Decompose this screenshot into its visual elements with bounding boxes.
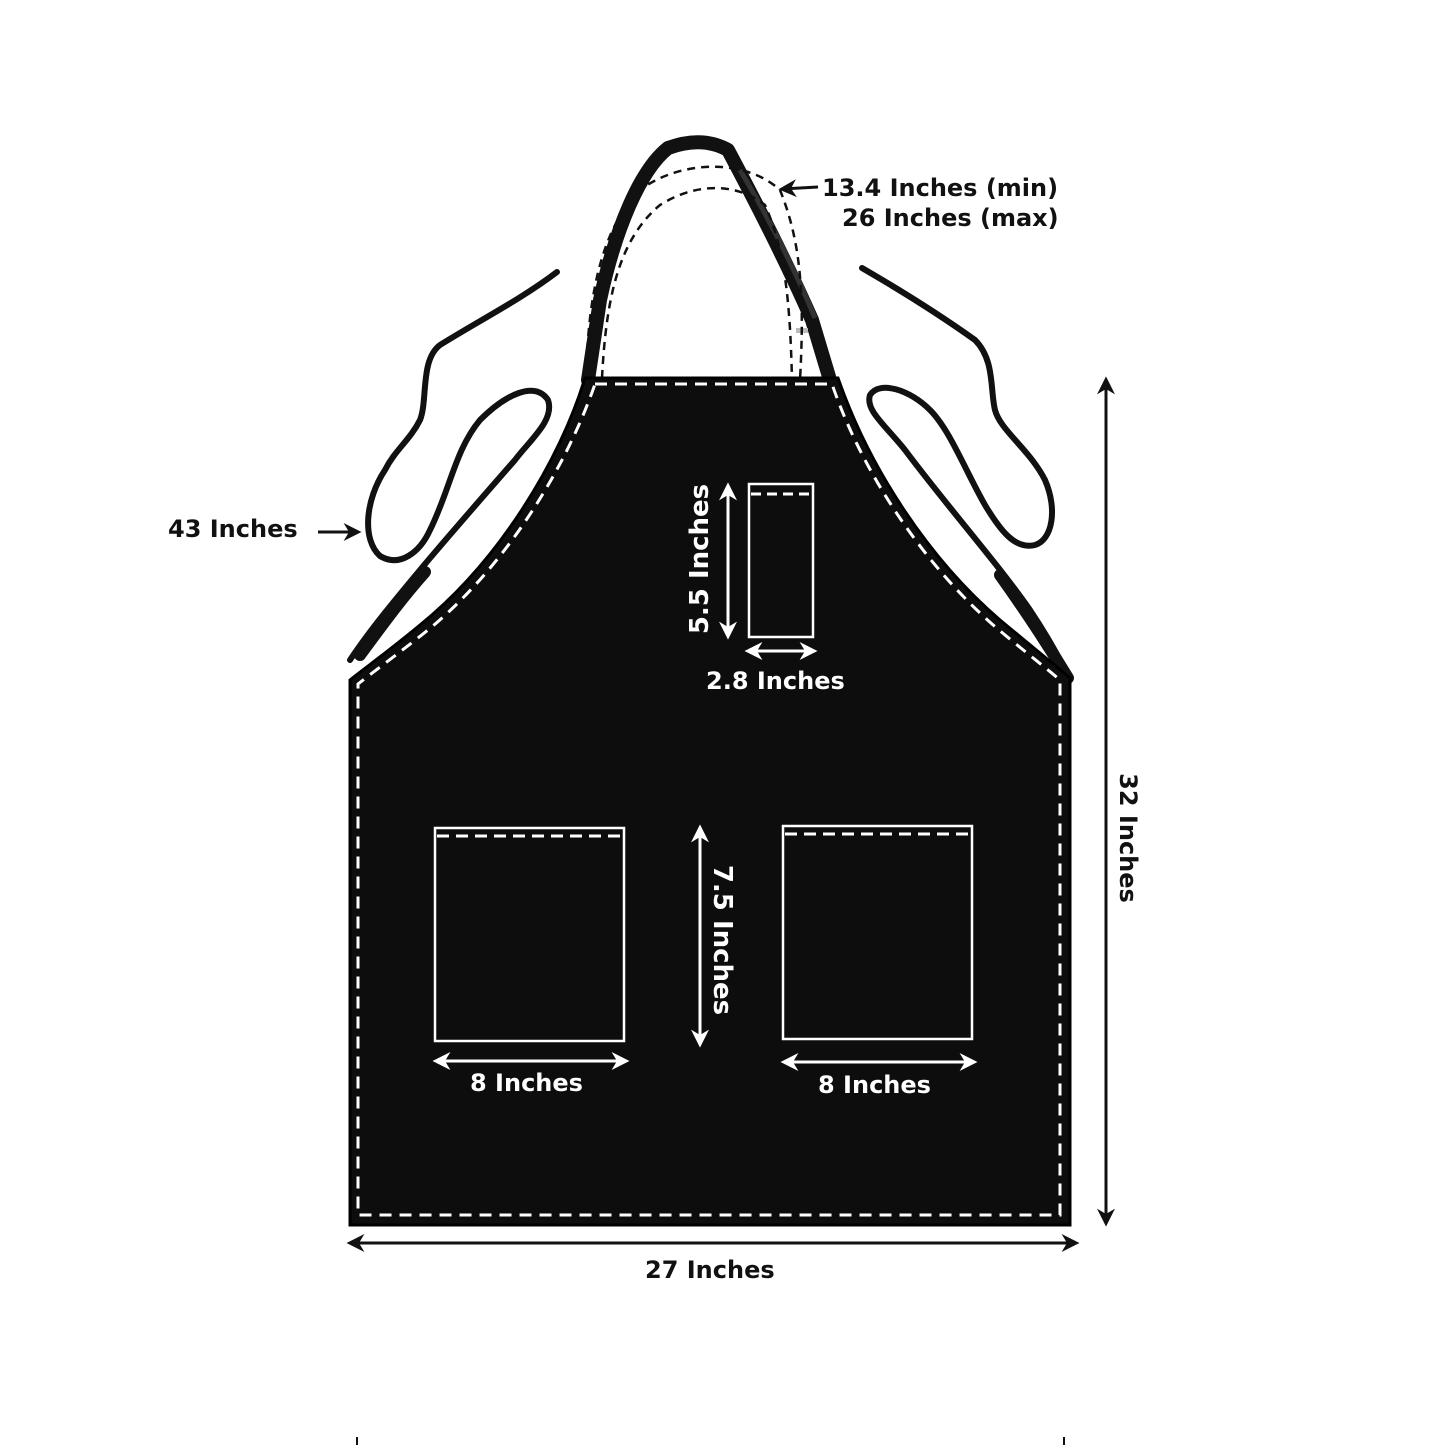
- lower-pocket-height-label: 7.5 Inches: [707, 864, 737, 1016]
- chest-pocket-height-label: 5.5 Inches: [685, 483, 715, 635]
- left-waist-tie: [347, 269, 560, 663]
- chest-pocket-width-label: 2.8 Inches: [706, 667, 845, 695]
- neck-strap-pointer-arrow: [778, 179, 819, 198]
- neck-adjust-outlines: [584, 165, 804, 381]
- neck-strap-max-label: 26 Inches (max): [842, 204, 1059, 232]
- left-pocket-width-label: 8 Inches: [470, 1069, 583, 1097]
- apron-length-label: 32 Inches: [1114, 773, 1142, 903]
- apron-stitching: [356, 382, 1062, 1217]
- waist-tie-label: 43 Inches: [168, 515, 298, 543]
- chest-pocket: [719, 482, 818, 660]
- right-waist-tie: [859, 265, 1074, 684]
- apron-body: [348, 376, 1072, 1227]
- right-pocket-width-label: 8 Inches: [818, 1071, 931, 1099]
- neck-strap: [581, 135, 837, 387]
- left-lower-pocket: [432, 826, 630, 1070]
- apron-width-label: 27 Inches: [645, 1256, 775, 1284]
- neck-strap-min-label: 13.4 Inches (min): [822, 174, 1059, 202]
- right-lower-pocket: [780, 824, 978, 1071]
